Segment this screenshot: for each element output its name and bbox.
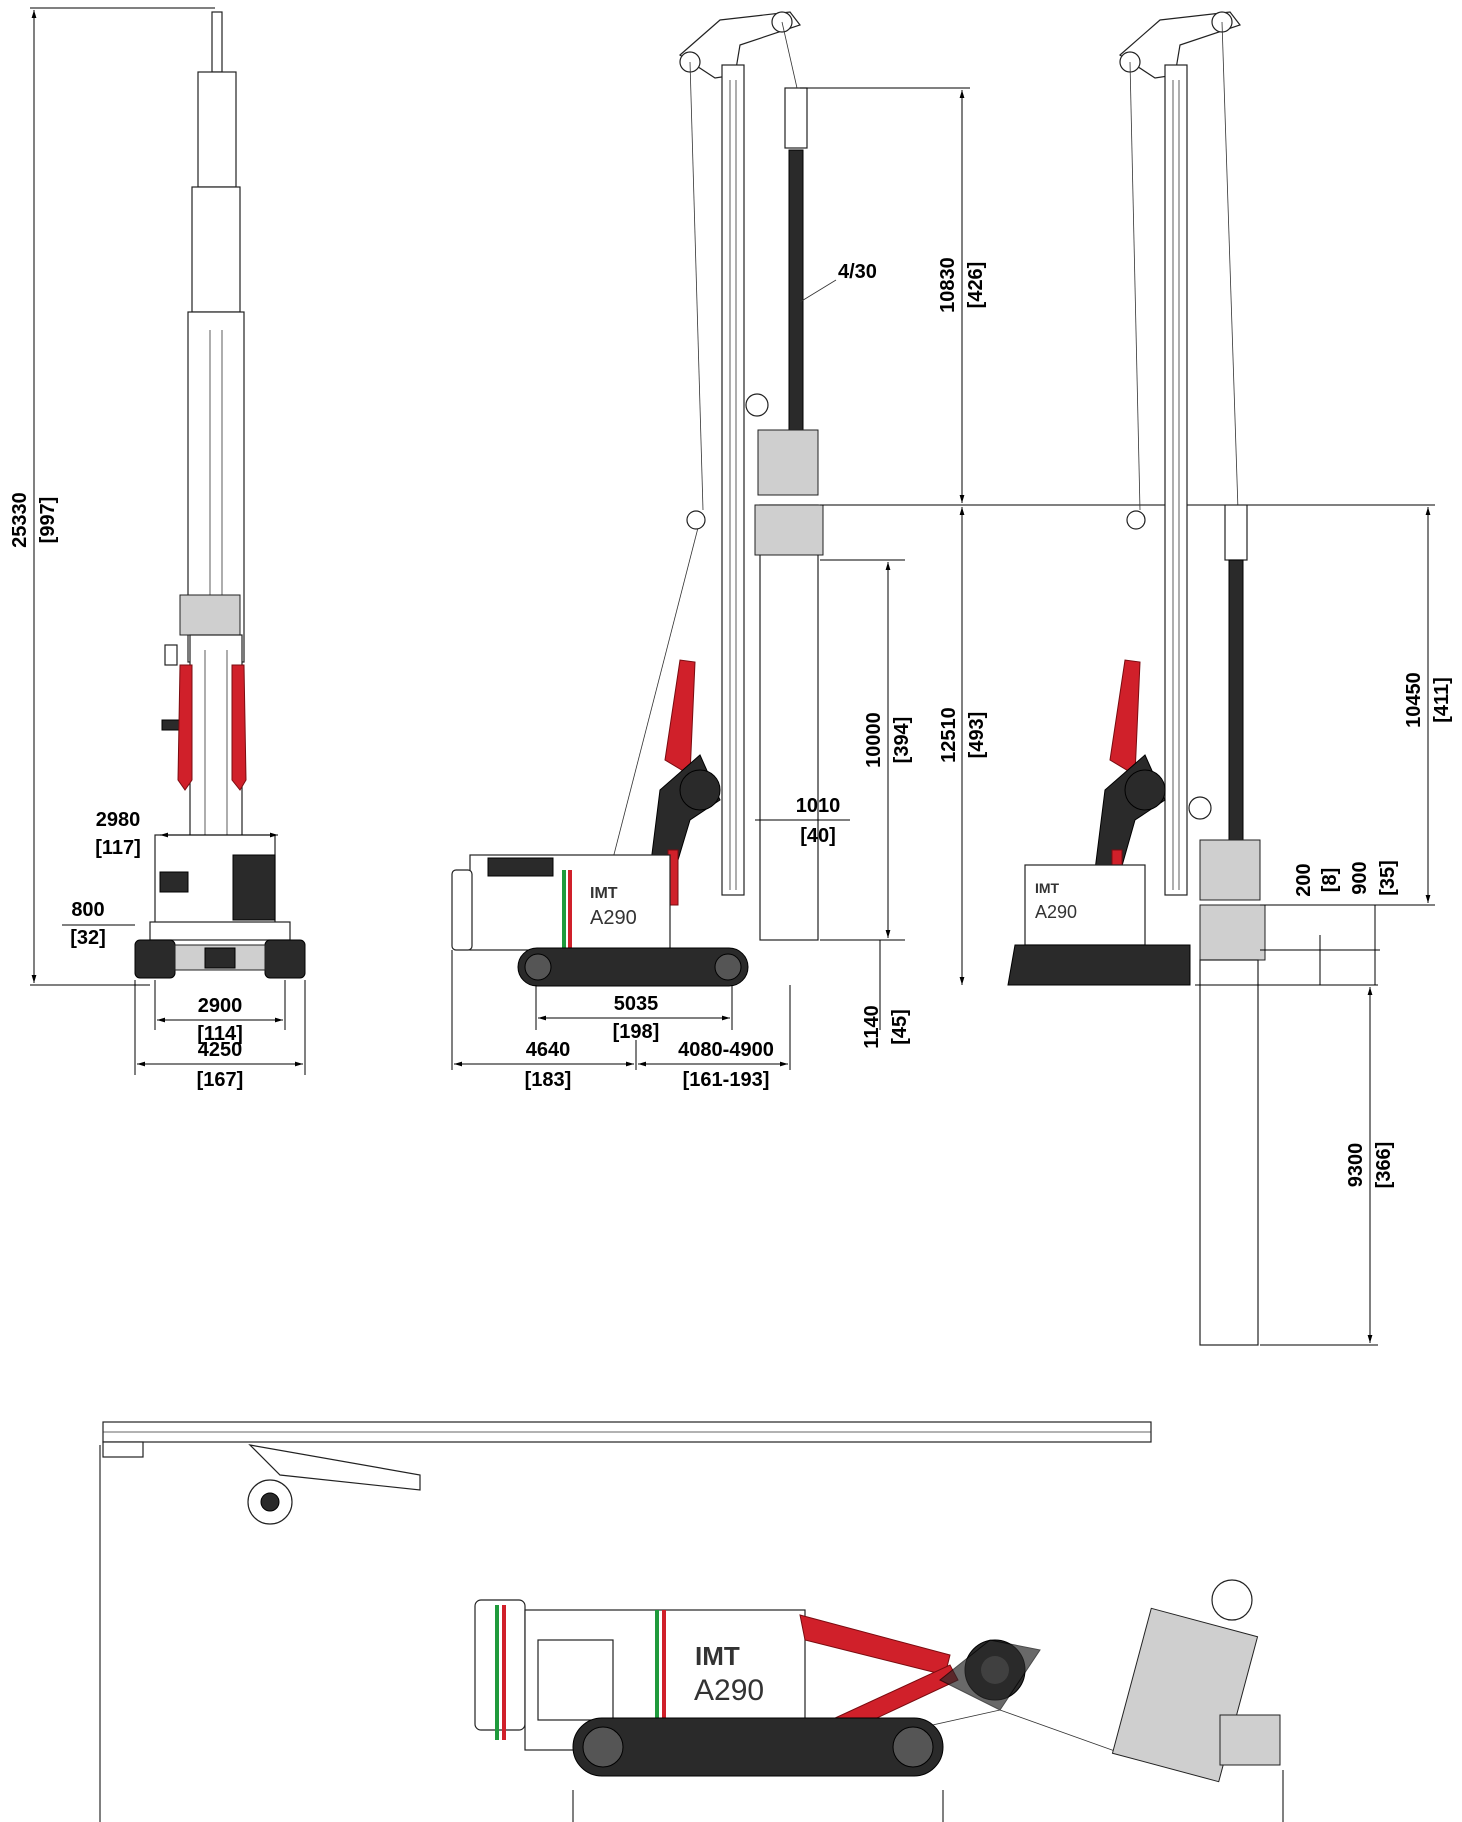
casing-length-value: 10000 (863, 712, 885, 768)
transport-logo: IMT (695, 1641, 740, 1671)
base-offset-alt: [45] (889, 1009, 911, 1045)
casing (759, 504, 819, 941)
casing-length-alt: [394] (891, 717, 913, 764)
base-offset-value: 1140 (861, 1005, 883, 1048)
track-length-side-alt: [198] (613, 1021, 660, 1043)
front-red-cylinder-left (177, 664, 193, 791)
cab-width-alt: [117] (95, 837, 141, 859)
track-gauge-value: 2900 (198, 995, 243, 1017)
casing-below-alt: [366] (1373, 1142, 1395, 1189)
mast-height-value: 12510 (938, 707, 960, 763)
clearance-value: 800 (71, 899, 104, 921)
kelly-height-alt: [426] (965, 262, 987, 309)
mast-height-alt: [493] (966, 712, 988, 759)
mast-side2 (1164, 64, 1188, 896)
casing-below-value: 9300 (1345, 1143, 1367, 1188)
transport-dimensions (99, 1445, 1284, 1822)
overall-width-alt: [167] (197, 1069, 244, 1091)
side1-track (517, 947, 749, 987)
overall-width-value: 4250 (198, 1039, 243, 1061)
transport-track (572, 1717, 944, 1777)
clearance2-alt: [35] (1377, 860, 1399, 896)
transport-model: A290 (694, 1674, 764, 1707)
front-track-left (134, 939, 176, 979)
side-view-1: 4/30 IMT A290 10830 [426] 10000 [394] (451, 11, 1435, 1091)
casing-offset-alt: [40] (800, 825, 836, 847)
working-radius-alt: [161-193] (683, 1069, 770, 1091)
mast-side1 (721, 64, 745, 896)
rotary-travel-value: 10450 (1403, 672, 1425, 728)
working-radius-value: 4080-4900 (678, 1039, 774, 1061)
clearance-alt: [32] (70, 927, 106, 949)
top-gap-value: 200 (1293, 863, 1315, 896)
rotary-travel-alt: [411] (1431, 677, 1453, 723)
side2-logo: IMT (1035, 880, 1060, 896)
side1-logo: IMT (590, 885, 618, 902)
kelly-label: 4/30 (838, 261, 877, 283)
casing-below-ground (1199, 959, 1259, 1346)
transport-red-arm-upper (799, 1614, 951, 1676)
side2-model: A290 (1035, 902, 1077, 922)
tail-radius-value: 4640 (526, 1039, 571, 1061)
kelly-bar (788, 149, 804, 441)
track-gauge-alt: [114] (197, 1023, 243, 1045)
clearance2-value: 900 (1349, 861, 1371, 894)
kelly-height-value: 10830 (937, 257, 959, 313)
tail-radius-alt: [183] (525, 1069, 572, 1091)
side1-model: A290 (590, 907, 637, 929)
front-height-value: 25330 (9, 492, 31, 548)
cab-width-value: 2980 (96, 809, 141, 831)
front-track-right (264, 939, 306, 979)
rotary-head (757, 429, 819, 496)
front-view: 25330 [997] 2980 (9, 7, 306, 1091)
top-gap-alt: [8] (1319, 868, 1341, 892)
side1-red-cylinder (664, 659, 696, 776)
front-mast (161, 11, 245, 936)
front-red-cylinder-right (231, 664, 247, 791)
side-view-2: IMT A290 10450 [411] 200 [8] 900 [35] 93… (1007, 11, 1453, 1346)
front-height-alt: [997] (37, 497, 59, 544)
side2-track (1007, 944, 1191, 986)
side2-carbody (1024, 864, 1146, 946)
casing-offset-value: 1010 (796, 795, 841, 817)
transport-view: IMT A290 (102, 1421, 1281, 1783)
mast-crown (679, 11, 801, 79)
track-length-side-value: 5035 (614, 993, 659, 1015)
